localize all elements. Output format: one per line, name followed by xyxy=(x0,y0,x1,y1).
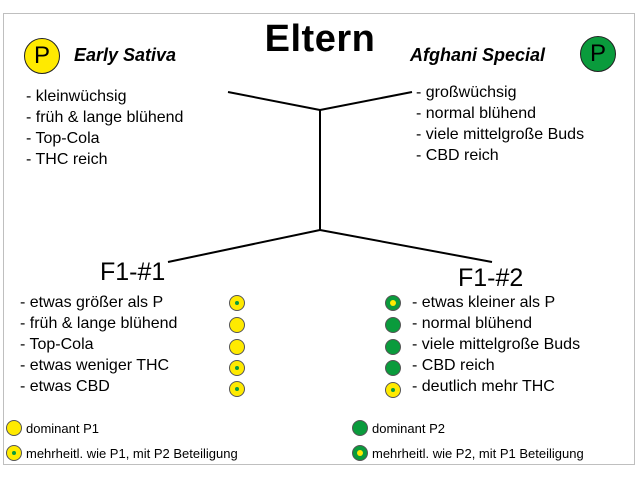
list-item: - CBD reich xyxy=(416,147,499,164)
line-p2-to-junction xyxy=(319,91,413,111)
p1-name: Early Sativa xyxy=(74,45,177,65)
f1-1-marker-mixed-p1-icon xyxy=(229,295,245,311)
list-item: - etwas weniger THC xyxy=(20,357,170,374)
line-stem-to-f1-1 xyxy=(167,229,321,263)
list-item: - CBD reich xyxy=(412,357,495,374)
f1-1-title: F1-#1 xyxy=(100,258,166,286)
legend-dominant-p1-label: dominant P1 xyxy=(26,421,99,436)
list-item: - etwas größer als P xyxy=(20,294,164,311)
f1-2-marker-dominant-p2-icon xyxy=(385,317,401,333)
list-item: - früh & lange blühend xyxy=(26,109,184,126)
page-title: Eltern xyxy=(264,18,376,60)
list-item: - Top-Cola xyxy=(20,336,94,353)
legend-mixed-p1-icon xyxy=(6,445,22,461)
list-item: - normal blühend xyxy=(416,105,537,122)
list-item: - THC reich xyxy=(26,151,108,168)
f1-1-traits: - etwas größer als P - früh & lange blüh… xyxy=(20,292,177,397)
list-item: - deutlich mehr THC xyxy=(412,378,555,395)
line-p1-to-junction xyxy=(227,91,321,111)
f1-2-marker-mixed-p2-icon xyxy=(385,295,401,311)
legend-mixed-p2-icon xyxy=(352,445,368,461)
legend-mixed-p1-label: mehrheitl. wie P1, mit P2 Beteiligung xyxy=(26,446,238,461)
list-item: - normal blühend xyxy=(412,315,533,332)
line-stem-to-f1-2 xyxy=(319,229,493,263)
diagram-frame xyxy=(3,13,635,465)
p2-badge-letter: P xyxy=(589,40,606,67)
p2-name: Afghani Special xyxy=(410,45,546,65)
f1-1-marker-dominant-p1-icon xyxy=(229,317,245,333)
list-item: - viele mittelgroße Buds xyxy=(412,336,581,353)
f1-2-traits: - etwas kleiner als P - normal blühend -… xyxy=(412,292,580,397)
f1-2-marker-dominant-p2-icon xyxy=(385,339,401,355)
p1-badge-letter: P xyxy=(33,42,50,69)
p1-traits: - kleinwüchsig - früh & lange blühend - … xyxy=(26,86,183,170)
f1-2-marker-dominant-p2-icon xyxy=(385,360,401,376)
legend-dominant-p1-icon xyxy=(6,420,22,436)
list-item: - früh & lange blühend xyxy=(20,315,178,332)
list-item: - etwas CBD xyxy=(20,378,110,395)
f1-2-title: F1-#2 xyxy=(458,264,524,292)
legend-mixed-p2-label: mehrheitl. wie P2, mit P1 Beteiligung xyxy=(372,446,584,461)
legend-dominant-p2-icon xyxy=(352,420,368,436)
list-item: - viele mittelgroße Buds xyxy=(416,126,585,143)
f1-2-marker-mixed-p1-icon xyxy=(385,382,401,398)
p2-traits: - großwüchsig - normal blühend - viele m… xyxy=(416,82,584,166)
p1-badge: P xyxy=(24,38,60,74)
f1-1-marker-mixed-p1-icon xyxy=(229,360,245,376)
legend-dominant-p2-label: dominant P2 xyxy=(372,421,445,436)
f1-1-marker-mixed-p1-icon xyxy=(229,381,245,397)
p2-badge: P xyxy=(580,36,616,72)
f1-1-marker-dominant-p1-icon xyxy=(229,339,245,355)
list-item: - Top-Cola xyxy=(26,130,100,147)
list-item: - großwüchsig xyxy=(416,84,517,101)
list-item: - kleinwüchsig xyxy=(26,88,127,105)
list-item: - etwas kleiner als P xyxy=(412,294,556,311)
